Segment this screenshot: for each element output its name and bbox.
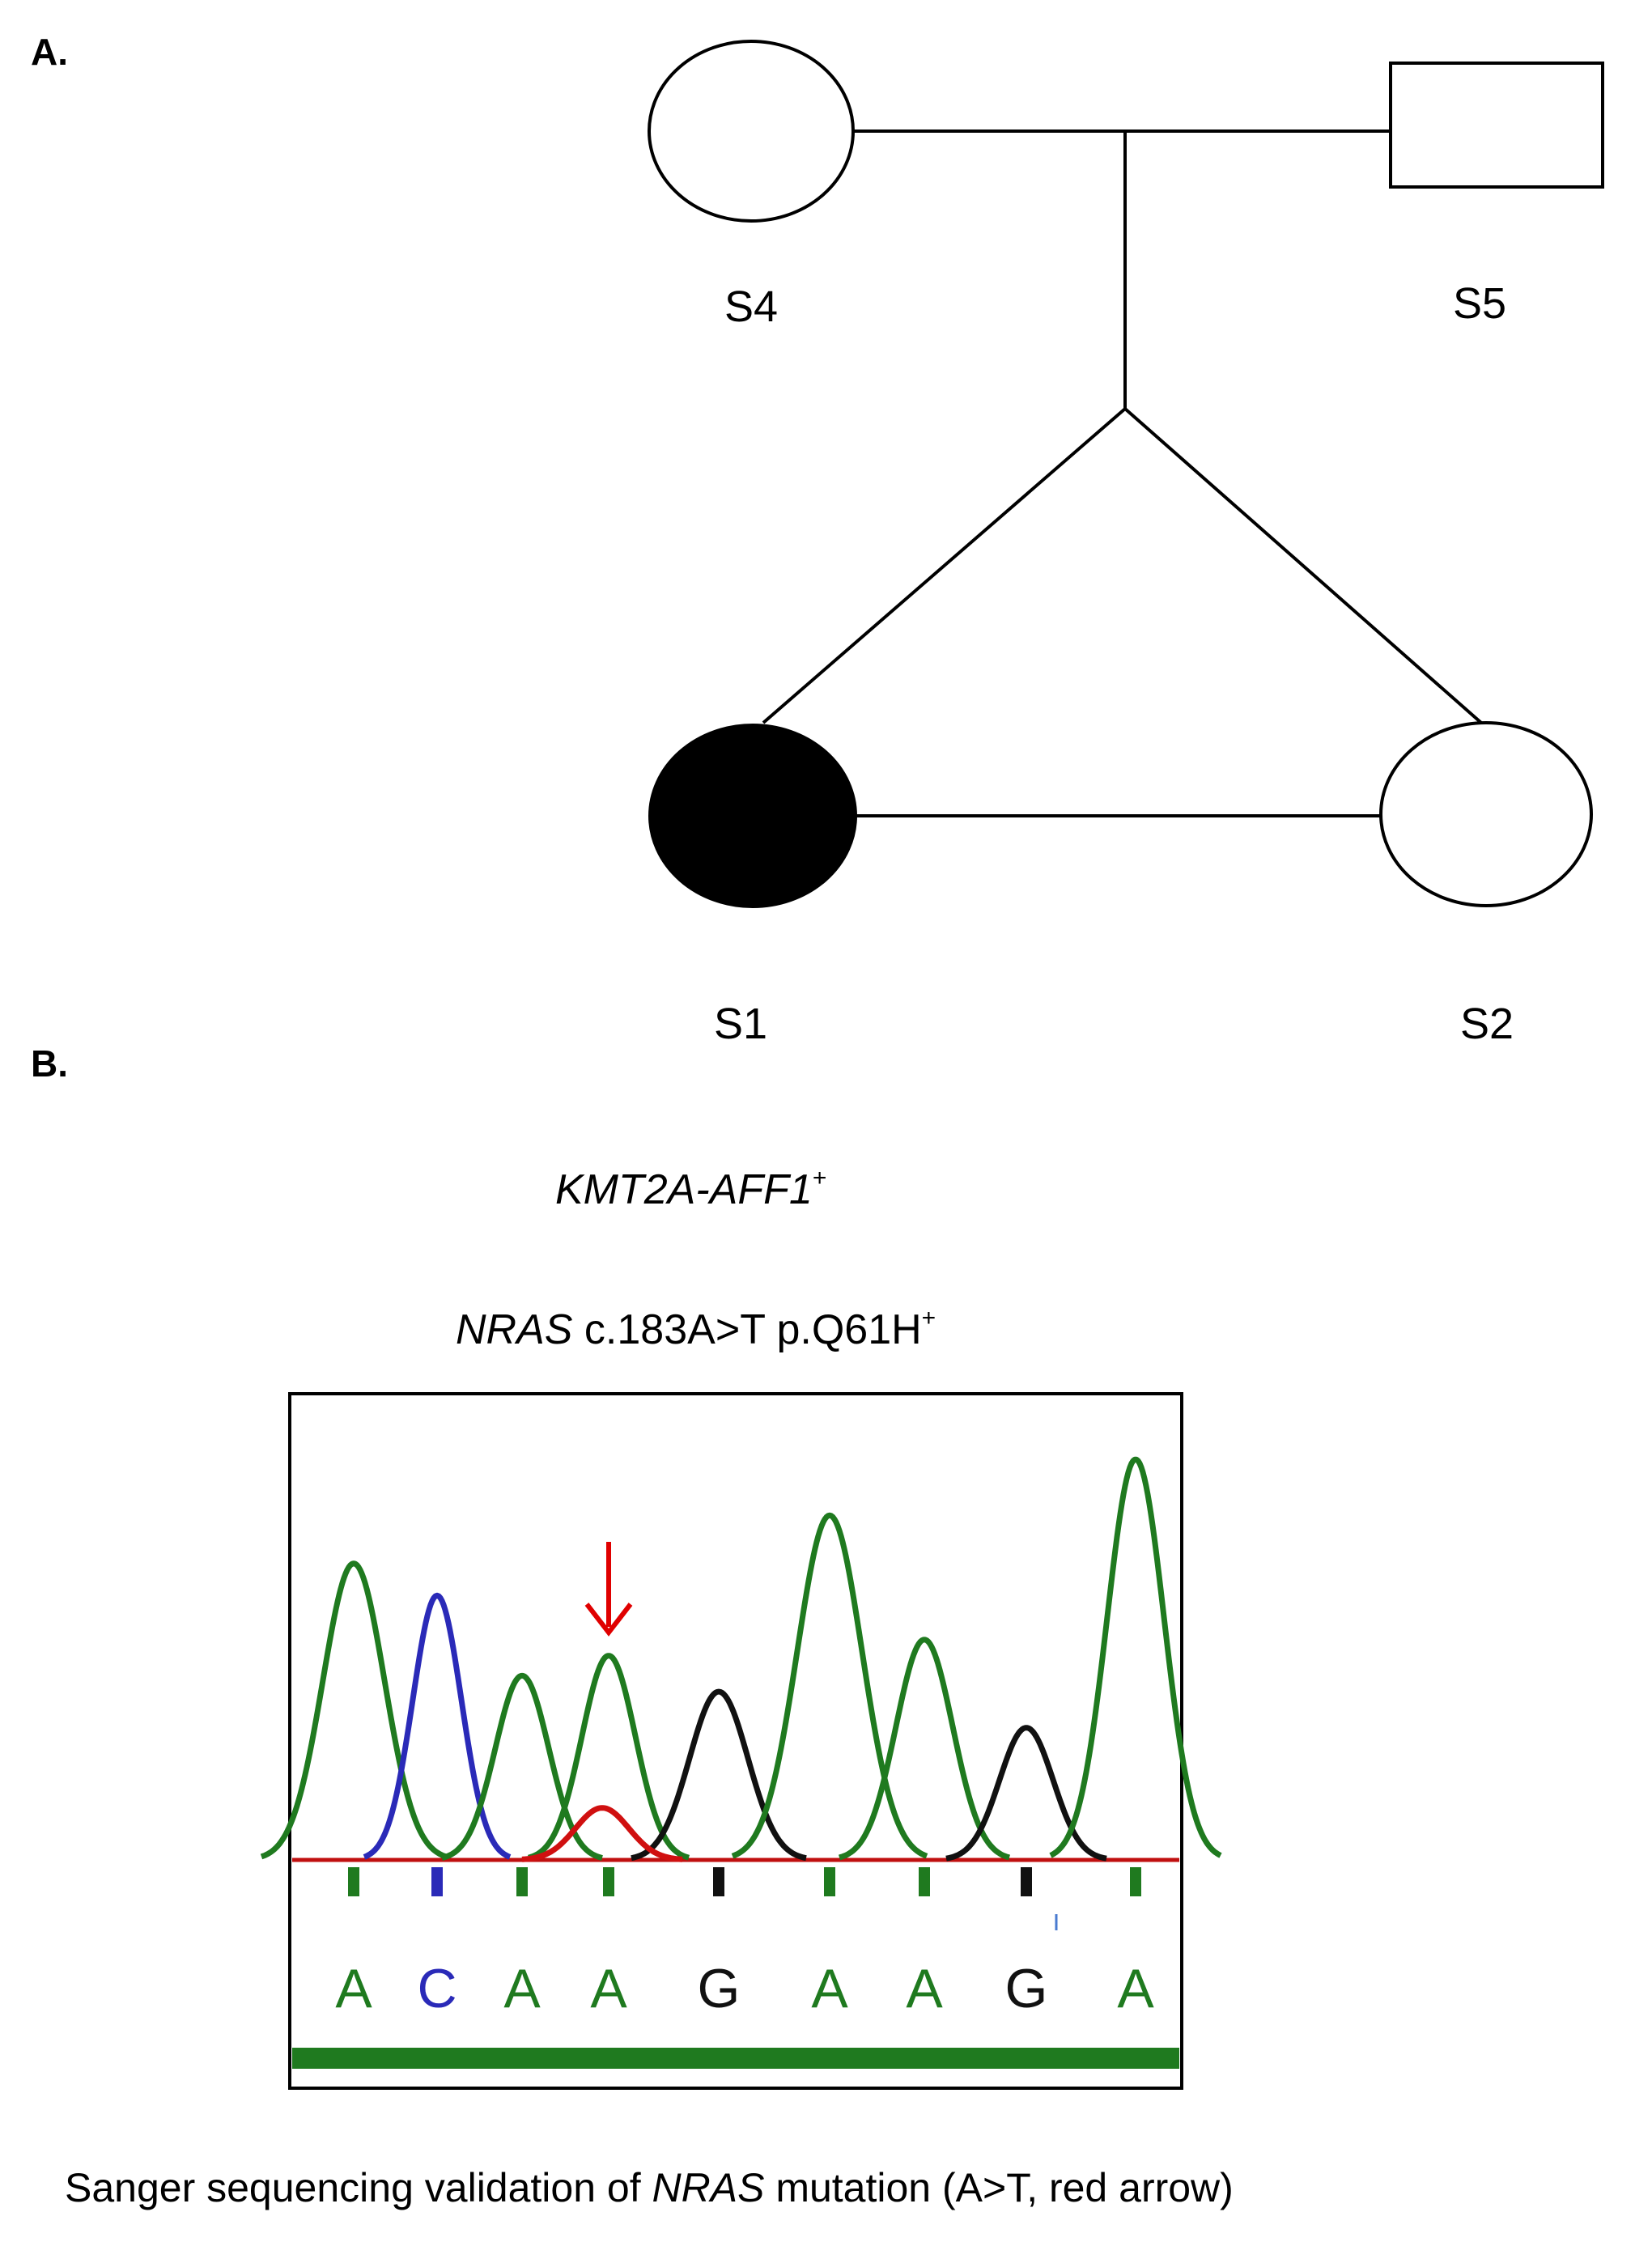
fusion-gene-suffix: + — [813, 1165, 827, 1191]
chromatogram-frame — [288, 1392, 1183, 2090]
female-symbol — [1379, 721, 1593, 907]
sibling-line-s1 — [762, 407, 1127, 724]
pedigree-lines — [762, 129, 1483, 817]
individual-label: S1 — [714, 1000, 767, 1048]
figure-caption: Sanger sequencing validation of NRAS mut… — [65, 2165, 1234, 2210]
base-letter: A — [590, 1958, 627, 2019]
base-call-ticks — [348, 1867, 1141, 1896]
base-letter: C — [417, 1958, 457, 2019]
pedigree-individual-s2: S2 — [1379, 721, 1593, 1048]
peak-trace-a — [260, 1560, 448, 1860]
fusion-gene-name: KMT2A-AFF1 — [555, 1166, 813, 1213]
base-tick — [516, 1867, 528, 1896]
sibling-line-s2 — [1123, 407, 1483, 724]
arrow-head — [584, 1603, 633, 1637]
peak-trace-a — [1049, 1456, 1222, 1858]
base-tick — [824, 1867, 835, 1896]
caption-prefix: Sanger sequencing validation of — [65, 2165, 652, 2210]
mutation-suffix: + — [922, 1305, 936, 1331]
peak-trace-a — [440, 1672, 604, 1861]
fusion-gene-label: KMT2A-AFF1+ — [555, 1165, 826, 1213]
mutation-detail: c.183A>T p.Q61H — [572, 1306, 921, 1353]
peak-trace-c — [363, 1592, 512, 1860]
individual-label: S2 — [1460, 1000, 1514, 1048]
pedigree-individual-s1: S1 — [648, 724, 857, 1048]
male-symbol — [1389, 62, 1604, 189]
base-tick — [348, 1867, 359, 1896]
individual-label: S4 — [724, 282, 778, 331]
female-symbol — [648, 40, 855, 223]
base-tick — [713, 1867, 724, 1896]
peak-trace-a — [731, 1512, 928, 1859]
base-letter: A — [503, 1958, 541, 2019]
individual-label: S5 — [1453, 279, 1506, 328]
caption-suffix: mutation (A>T, red arrow) — [764, 2165, 1233, 2210]
base-tick — [1021, 1867, 1032, 1896]
chromatogram-traces — [260, 1456, 1222, 1862]
base-letter: A — [811, 1958, 848, 2019]
quality-bar — [292, 2048, 1179, 2069]
panel-b-label: B. — [31, 1042, 68, 1085]
pedigree-individual-s5: S5 — [1389, 62, 1604, 328]
base-tick — [1130, 1867, 1141, 1896]
panel-a-label: A. — [31, 31, 68, 73]
peak-trace-g — [630, 1688, 808, 1862]
mutation-gene: NRAS — [456, 1306, 573, 1353]
base-letter: A — [335, 1958, 372, 2019]
caption-gene: NRAS — [652, 2165, 765, 2210]
base-letter: A — [1117, 1958, 1154, 2019]
base-letter: A — [906, 1958, 943, 2019]
base-letter: G — [1005, 1958, 1048, 2019]
mutation-label: NRAS c.183A>T p.Q61H+ — [456, 1305, 936, 1353]
base-tick — [603, 1867, 614, 1896]
base-letter: G — [698, 1958, 741, 2019]
pedigree-individual-s4: S4 — [648, 40, 855, 331]
base-tick — [919, 1867, 930, 1896]
base-tick — [431, 1867, 443, 1896]
affected-female-symbol — [648, 724, 857, 908]
mutation-arrow — [584, 1542, 633, 1637]
mutant-peak-trace — [521, 1805, 683, 1862]
peak-trace-g — [945, 1725, 1108, 1862]
